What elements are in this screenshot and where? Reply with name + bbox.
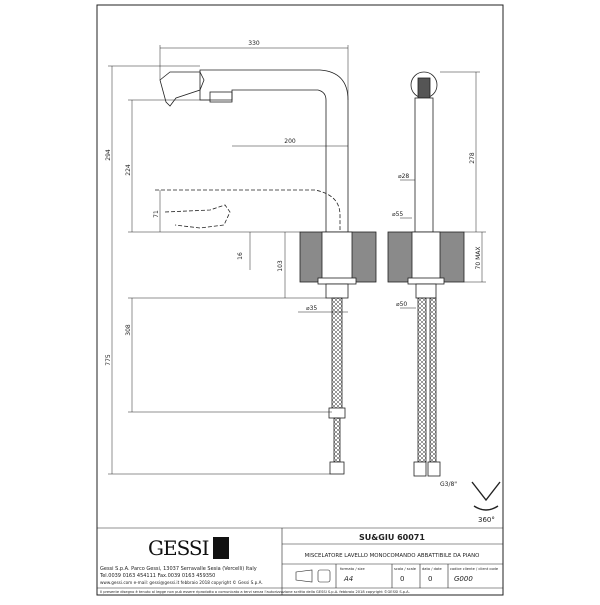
spout-outline [199, 69, 349, 233]
data-label: data / date [422, 567, 442, 571]
side-view [387, 71, 465, 477]
company-web: www.gessi.com e-mail: gessi@gessi.it feb… [100, 580, 263, 585]
front-dimension-lines [108, 45, 349, 475]
gessi-logo: GESSI [148, 536, 229, 560]
cliente-value: G000 [454, 575, 473, 583]
dim-16: 16 [237, 252, 244, 260]
dim-224: 224 [125, 164, 132, 176]
side-fitting-a [413, 461, 427, 477]
dim-diam-28: ⌀28 [398, 173, 409, 180]
side-mount-body [411, 231, 441, 283]
dim-diam-35: ⌀35 [306, 305, 317, 312]
side-dimension-lines [400, 71, 486, 309]
thread-label: G3/8" [440, 481, 457, 488]
mount-shank [325, 283, 349, 299]
dim-294: 294 [105, 149, 112, 161]
svg-text:GESSI: GESSI [148, 536, 209, 560]
side-hose-a [417, 297, 427, 463]
product-description: MISCELATORE LAVELLO MONOCOMANDO ABBATTIB… [305, 553, 480, 559]
dim-308: 308 [125, 324, 132, 336]
dim-diam-50: ⌀50 [396, 301, 407, 308]
dim-200: 200 [284, 138, 296, 145]
side-mount-shank [415, 283, 437, 299]
hose-fitting-bottom [329, 461, 345, 475]
dim-775: 775 [105, 354, 112, 366]
side-hose-b [429, 297, 437, 463]
dim-330: 330 [248, 40, 260, 47]
dim-70-max: 70 MAX [475, 247, 482, 270]
mount-nut [317, 277, 357, 285]
product-code: SU&GIU 60071 [359, 533, 425, 542]
projection-symbol-icon [295, 569, 331, 583]
formato-value: A4 [343, 575, 353, 583]
rotation-360-icon [471, 481, 501, 511]
side-fitting-b [427, 461, 441, 477]
scala-label: scala / scale [394, 567, 417, 571]
formato-label: formato / size [340, 567, 365, 571]
folded-handle-outline [164, 204, 231, 229]
dim-71: 71 [153, 210, 160, 218]
company-phone: Tel.0039 0163 454111 Fax.0039 0163 45935… [99, 573, 215, 579]
aerator [209, 91, 233, 103]
legal-footer: Il presente disegno è tenuto al legge no… [100, 590, 410, 594]
dim-278: 278 [469, 152, 476, 164]
sheet-frame [96, 4, 504, 596]
front-view [155, 69, 377, 475]
side-handle-core [417, 77, 431, 99]
company-address: Gessi S.p.A. Parco Gessi, 13037 Serraval… [100, 566, 257, 572]
scala-value: 0 [400, 575, 404, 583]
side-spout-body [414, 97, 434, 233]
data-value: 0 [428, 575, 432, 583]
lever-handle [159, 71, 205, 107]
title-block-lines [97, 527, 503, 595]
braided-hose-front [331, 297, 343, 413]
folded-spout-outline [155, 189, 341, 230]
braided-hose-lower [333, 417, 341, 463]
dim-103: 103 [277, 260, 284, 272]
dim-diam-55: ⌀55 [392, 211, 403, 218]
cliente-label: codice cliente / client code [450, 567, 499, 571]
side-mount-nut [407, 277, 445, 285]
hose-fitting-top [328, 407, 346, 419]
mount-body [321, 231, 353, 283]
rotation-label: 360° [478, 516, 495, 524]
